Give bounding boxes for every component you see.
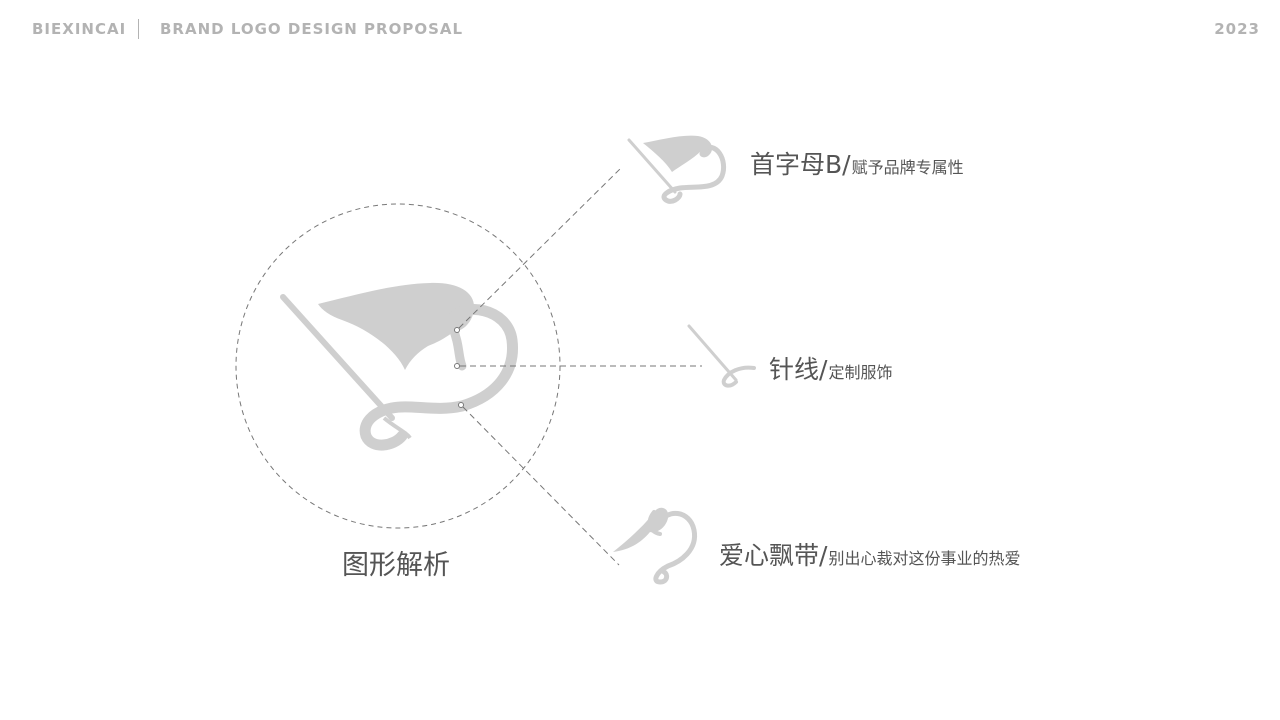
top-bar: BIEXINCAI BRAND LOGO DESIGN PROPOSAL 202…	[0, 0, 1280, 60]
connector-dot-b	[454, 327, 460, 333]
element-title: 针线	[769, 355, 820, 384]
section-title: 图形解析	[342, 550, 450, 581]
element-label-heart: 爱心飘带/别出心裁对这份事业的热爱	[719, 536, 1020, 572]
connector-line-b	[458, 167, 622, 329]
needle-thread-icon	[687, 324, 756, 388]
connector-dot-heart	[458, 402, 464, 408]
element-description: 赋予品牌专属性	[851, 158, 964, 177]
element-separator: /	[819, 541, 828, 570]
header-divider	[138, 19, 139, 39]
letter-b-flag-icon	[627, 135, 726, 204]
element-label-needle: 针线/定制服饰	[769, 350, 892, 386]
element-separator: /	[819, 355, 828, 384]
element-description: 别出心裁对这份事业的热爱	[828, 549, 1021, 568]
connector-dot-needle	[454, 363, 460, 369]
needle-heart-flag-logo	[280, 282, 518, 451]
brand-name: BIEXINCAI	[32, 20, 127, 38]
header-year: 2023	[1214, 20, 1260, 38]
element-description: 定制服饰	[828, 363, 893, 382]
heart-ribbon-icon	[613, 507, 698, 585]
element-title: 爱心飘带	[719, 541, 820, 570]
element-label-b: 首字母B/赋予品牌专属性	[750, 145, 964, 181]
element-title: 首字母B	[750, 150, 843, 179]
connector-line-heart	[462, 406, 620, 566]
element-separator: /	[842, 150, 851, 179]
header-subtitle: BRAND LOGO DESIGN PROPOSAL	[160, 20, 464, 38]
